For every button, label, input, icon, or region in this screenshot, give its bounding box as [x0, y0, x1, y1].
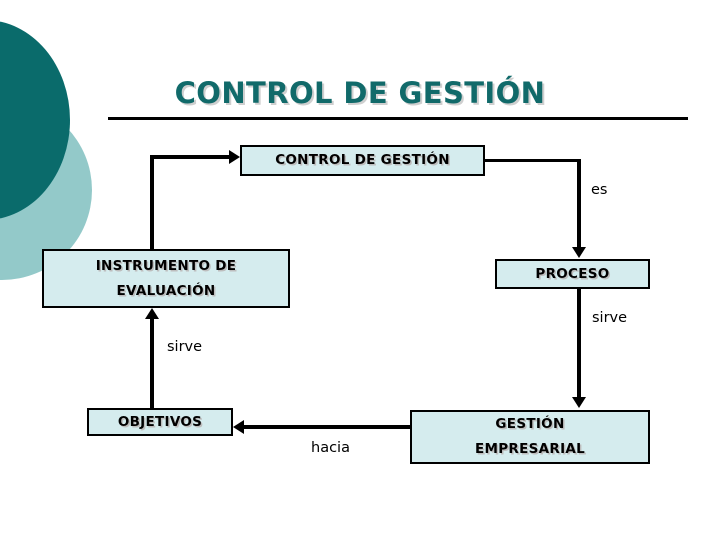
edge-proceso-to-gestion-vertical	[577, 288, 581, 398]
node-gestion-label: GESTIÓN EMPRESARIAL	[475, 412, 585, 462]
arrowhead-down-icon	[572, 397, 586, 408]
edge-control-to-proceso-horizontal	[484, 159, 580, 162]
edge-label-sirve-left: sirve	[167, 339, 203, 355]
edge-objetivos-to-instrumento-vertical	[150, 318, 154, 410]
edge-label-es: es	[591, 182, 608, 198]
edge-instrumento-to-control-vertical	[150, 155, 154, 251]
node-proceso-label: PROCESO	[535, 265, 610, 282]
arrowhead-left-icon	[233, 420, 244, 434]
arrowhead-down-icon	[572, 247, 586, 258]
node-gestion-empresarial: GESTIÓN EMPRESARIAL	[410, 410, 650, 464]
page-title: CONTROL DE GESTIÓN	[174, 76, 546, 110]
node-instrumento-label-line1: INSTRUMENTO DE	[95, 257, 237, 274]
node-instrumento-label: INSTRUMENTO DE EVALUACIÓN	[96, 254, 237, 304]
node-objetivos: OBJETIVOS	[87, 408, 233, 436]
edge-label-hacia: hacia	[311, 440, 350, 456]
title-divider	[108, 117, 688, 120]
node-gestion-label-line2: EMPRESARIAL	[474, 441, 586, 457]
node-gestion-label-line1: GESTIÓN	[495, 416, 565, 433]
arrowhead-right-icon	[229, 150, 240, 164]
node-objetivos-label: OBJETIVOS	[117, 413, 203, 430]
node-control-label: CONTROL DE GESTIÓN	[275, 152, 450, 169]
node-instrumento-label-line2: EVALUACIÓN	[116, 282, 216, 299]
node-proceso: PROCESO	[495, 259, 650, 289]
edge-gestion-to-objetivos-horizontal	[244, 425, 412, 429]
node-instrumento-de-evaluacion: INSTRUMENTO DE EVALUACIÓN	[42, 249, 290, 308]
edge-instrumento-to-control-horizontal	[150, 155, 230, 159]
node-control-de-gestion: CONTROL DE GESTIÓN	[240, 145, 485, 176]
edge-control-to-proceso-vertical	[577, 159, 581, 249]
edge-label-sirve-right: sirve	[592, 310, 628, 326]
arrowhead-up-icon	[145, 308, 159, 319]
